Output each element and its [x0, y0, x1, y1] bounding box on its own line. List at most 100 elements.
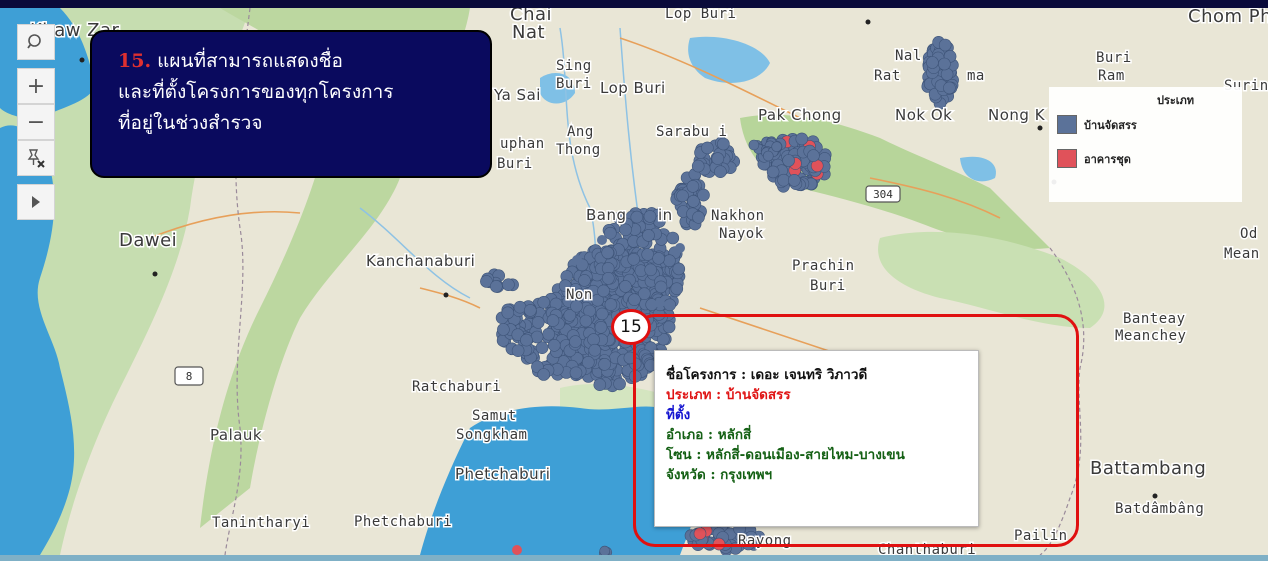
project-point[interactable] — [597, 284, 610, 298]
legend-swatch — [1057, 115, 1077, 134]
project-point[interactable] — [578, 274, 591, 287]
project-point[interactable] — [480, 275, 493, 288]
project-point[interactable] — [771, 141, 783, 152]
project-point[interactable] — [717, 137, 730, 151]
project-point[interactable] — [581, 355, 595, 369]
project-point[interactable] — [748, 139, 760, 151]
project-point[interactable] — [693, 527, 707, 540]
project-point[interactable] — [537, 368, 551, 381]
project-point[interactable] — [627, 253, 641, 266]
project-point[interactable] — [926, 56, 939, 69]
project-point[interactable] — [523, 304, 537, 317]
project-point[interactable] — [766, 165, 780, 179]
project-point[interactable] — [497, 323, 510, 336]
project-point[interactable] — [697, 188, 710, 202]
project-point[interactable] — [537, 295, 551, 309]
project-point[interactable] — [597, 235, 607, 245]
project-point[interactable] — [502, 278, 515, 292]
project-point[interactable] — [630, 210, 644, 224]
project-point[interactable] — [570, 299, 583, 313]
project-point[interactable] — [637, 287, 651, 301]
zoom-out-button[interactable]: − — [17, 104, 55, 140]
project-point[interactable] — [520, 333, 533, 347]
project-point[interactable] — [663, 298, 677, 312]
project-point[interactable] — [594, 320, 608, 334]
legend-item-condo[interactable]: อาคารชุด — [1057, 149, 1131, 168]
project-point[interactable] — [530, 330, 544, 344]
project-point[interactable] — [546, 314, 560, 327]
project-point[interactable] — [666, 231, 680, 245]
project-point[interactable] — [711, 152, 725, 165]
project-point[interactable] — [938, 38, 952, 52]
zoom-in-button[interactable]: + — [17, 68, 55, 104]
project-point[interactable] — [547, 338, 561, 352]
project-point[interactable] — [619, 280, 632, 293]
project-point[interactable] — [512, 545, 522, 555]
project-point[interactable] — [938, 57, 951, 71]
svg-text:Sarabu i: Sarabu i — [656, 124, 727, 140]
project-point[interactable] — [687, 195, 700, 208]
project-point[interactable] — [662, 320, 676, 334]
svg-text:Kanchanaburi: Kanchanaburi — [366, 252, 475, 270]
project-point[interactable] — [676, 189, 689, 203]
project-point[interactable] — [692, 211, 705, 224]
project-point[interactable] — [655, 298, 665, 308]
project-point[interactable] — [579, 314, 593, 328]
project-point[interactable] — [501, 306, 515, 320]
project-point[interactable] — [601, 246, 615, 259]
project-point[interactable] — [601, 271, 615, 285]
project-point[interactable] — [628, 293, 641, 307]
project-point[interactable] — [542, 327, 555, 341]
project-point[interactable] — [587, 333, 600, 346]
project-point[interactable] — [691, 159, 705, 173]
project-point[interactable] — [569, 366, 583, 380]
clear-pins-button[interactable] — [17, 140, 55, 176]
project-point[interactable] — [652, 252, 665, 265]
project-point[interactable] — [777, 173, 790, 187]
project-point[interactable] — [643, 210, 657, 223]
project-point[interactable] — [573, 288, 587, 302]
project-point[interactable] — [644, 263, 658, 277]
project-point[interactable] — [642, 229, 655, 242]
search-button[interactable] — [17, 24, 55, 60]
project-point[interactable] — [672, 262, 686, 276]
project-point[interactable] — [535, 341, 549, 355]
project-point[interactable] — [613, 377, 626, 391]
project-point[interactable] — [595, 307, 609, 321]
project-point[interactable] — [603, 226, 617, 240]
project-point[interactable] — [619, 223, 632, 237]
svg-text:Ang: Ang — [567, 124, 594, 140]
project-point[interactable] — [641, 248, 655, 261]
expand-panel-button[interactable] — [17, 184, 55, 220]
project-info-popup[interactable]: ชื่อโครงการ : เดอะ เจนทริ วิภาวดี ประเภท… — [654, 350, 979, 527]
project-point[interactable] — [563, 308, 577, 322]
svg-text:Meanchey: Meanchey — [1115, 328, 1186, 344]
project-point[interactable] — [701, 141, 714, 155]
project-point[interactable] — [591, 293, 604, 307]
project-point[interactable] — [714, 165, 727, 178]
project-point[interactable] — [670, 282, 684, 296]
project-point[interactable] — [663, 254, 676, 267]
project-point[interactable] — [489, 280, 503, 293]
project-point[interactable] — [762, 150, 774, 162]
project-point[interactable] — [787, 174, 801, 187]
project-point[interactable] — [654, 280, 668, 294]
project-point[interactable] — [598, 357, 611, 371]
project-point[interactable] — [782, 154, 795, 167]
project-point[interactable] — [604, 298, 618, 311]
project-point[interactable] — [511, 344, 525, 358]
project-point[interactable] — [531, 316, 545, 329]
svg-text:Mean: Mean — [1224, 246, 1260, 262]
project-point[interactable] — [588, 343, 602, 357]
project-point[interactable] — [943, 81, 956, 95]
project-point[interactable] — [569, 335, 582, 348]
project-point[interactable] — [593, 378, 607, 392]
project-point[interactable] — [795, 132, 809, 146]
legend-item-house[interactable]: บ้านจัดสรร — [1057, 115, 1137, 134]
project-point[interactable] — [675, 243, 685, 253]
project-point[interactable] — [686, 180, 700, 193]
project-point[interactable] — [807, 149, 820, 162]
project-point[interactable] — [572, 255, 582, 265]
project-point[interactable] — [599, 545, 610, 555]
